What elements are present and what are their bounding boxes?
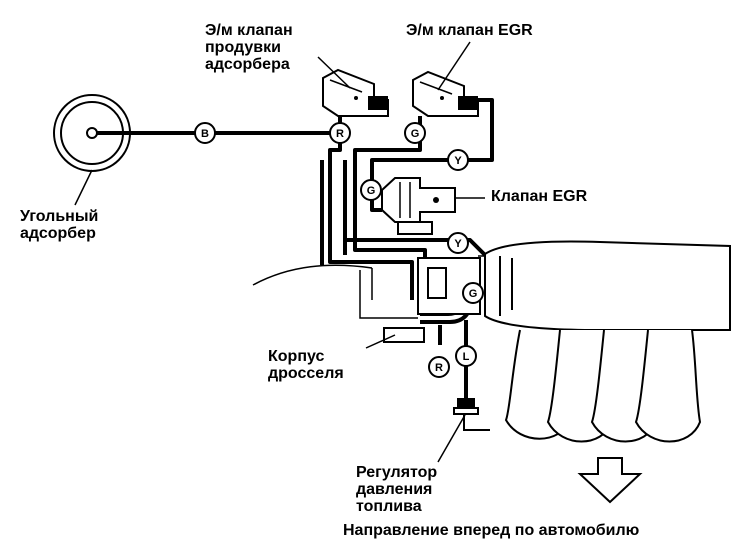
hose-code-y-mid: Y [447,232,469,254]
label-direction-line1: Направление вперед по автомобилю [343,522,640,539]
svg-text:R: R [435,362,443,374]
hose-code-g-right: G [462,282,484,304]
svg-text:Y: Y [454,155,462,167]
label-throttle-body: Корпус дросселя [268,348,344,382]
hose-code-b-text: B [201,128,209,140]
label-purge-valve-line1: Э/м клапан [205,22,293,39]
label-fuel-regulator-line3: топлива [356,498,422,515]
hose-code-g-top: G [404,122,426,144]
label-egr-valve: Клапан EGR [491,188,587,205]
label-fuel-regulator-line2: давления [356,481,433,498]
label-throttle-body-line2: дросселя [268,365,344,382]
purge-solenoid-valve [317,56,389,117]
label-egr-solenoid: Э/м клапан EGR [406,22,533,39]
hose-code-r-top: R [329,122,351,144]
throttle-body [365,257,481,349]
egr-solenoid-valve [412,41,479,117]
label-fuel-regulator-line1: Регулятор [356,464,438,481]
forward-arrow-icon [577,457,643,504]
label-canister-line2: адсорбер [20,225,96,242]
label-egr-solenoid-line1: Э/м клапан EGR [406,22,533,39]
egr-valve [381,177,485,235]
svg-text:Y: Y [454,238,462,250]
label-purge-valve: Э/м клапан продувки адсорбера [205,22,293,73]
hose-code-g-mid: G [360,179,382,201]
svg-text:R: R [336,128,344,140]
label-egr-valve-line1: Клапан EGR [491,188,588,205]
label-canister: Угольный адсорбер [20,208,98,242]
charcoal-canister [53,94,131,206]
hose-code-l-bottom: L [455,345,477,367]
label-purge-valve-line2: продувки [205,39,281,56]
label-fuel-regulator: Регулятор давления топлива [356,464,437,515]
svg-text:G: G [411,128,420,140]
hose-code-y-top: Y [447,149,469,171]
svg-text:G: G [367,185,376,197]
label-purge-valve-line3: адсорбера [205,56,290,73]
hose-code-b: B [194,122,216,144]
svg-text:G: G [469,288,478,300]
label-throttle-body-line1: Корпус [268,348,325,365]
fuel-pressure-regulator [437,398,490,463]
label-canister-line1: Угольный [20,208,99,225]
svg-text:L: L [463,351,470,363]
label-direction: Направление вперед по автомобилю [343,522,639,539]
intake-manifold [484,240,731,443]
hose-code-r-bottom: R [428,356,450,378]
